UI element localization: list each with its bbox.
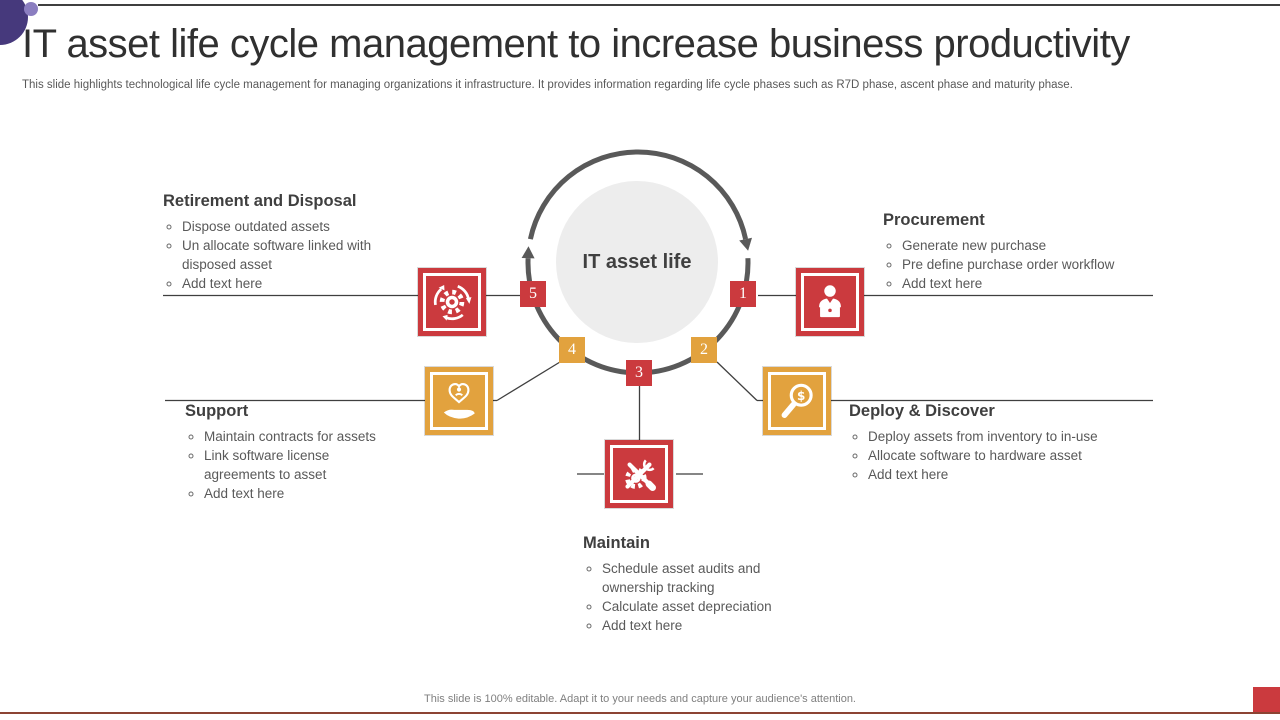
bullet-item: Un allocate software linked with dispose… [182, 236, 411, 274]
svg-text:$: $ [797, 389, 805, 403]
phase-bullet-list: Schedule asset audits and ownership trac… [583, 559, 798, 635]
slide-title: IT asset life cycle management to increa… [22, 22, 1130, 66]
phase-2-badge: 2 [691, 337, 717, 363]
phase-text-procurement: Procurement Generate new purchase Pre de… [883, 210, 1173, 293]
bullet-item: Link software license agreements to asse… [204, 446, 395, 484]
phase-heading: Retirement and Disposal [163, 192, 357, 210]
bullet-item: Deploy assets from inventory to in-use [868, 427, 1169, 446]
phase-heading: Maintain [583, 534, 650, 552]
hand-heart-icon [443, 383, 475, 419]
deploy-icon-box: $ [763, 367, 831, 435]
phase-bullet-list: Generate new purchase Pre define purchas… [883, 236, 1173, 293]
footer-note: This slide is 100% editable. Adapt it to… [424, 693, 856, 705]
phase-heading: Deploy & Discover [849, 402, 995, 420]
phase-bullet-list: Dispose outdated assets Un allocate soft… [163, 217, 411, 293]
person-laptop-icon [819, 285, 841, 318]
cycle-center-circle: IT asset life [556, 181, 718, 343]
top-divider-line [38, 4, 1280, 6]
support-icon-box [425, 367, 493, 435]
maintain-icon-box [605, 440, 673, 508]
phase-text-support: Support Maintain contracts for assets Li… [185, 401, 395, 503]
phase-5-badge: 5 [520, 281, 546, 307]
phase-text-deploy: Deploy & Discover Deploy assets from inv… [849, 401, 1169, 484]
phase-1-badge: 1 [730, 281, 756, 307]
bullet-item: Add text here [182, 274, 411, 293]
bullet-item: Add text here [868, 465, 1169, 484]
phase-text-maintain: Maintain Schedule asset audits and owner… [583, 533, 798, 635]
phase-4-badge: 4 [559, 337, 585, 363]
bullet-item: Maintain contracts for assets [204, 427, 395, 446]
phase-bullet-list: Deploy assets from inventory to in-use A… [849, 427, 1169, 484]
decorative-circle-small [24, 2, 38, 16]
arrow-down-icon [739, 237, 752, 251]
phase-3-badge: 3 [626, 360, 652, 386]
bottom-divider-line [0, 712, 1280, 714]
phase-heading: Support [185, 402, 249, 420]
bullet-item: Schedule asset audits and ownership trac… [602, 559, 798, 597]
phase-bullet-list: Maintain contracts for assets Link softw… [185, 427, 395, 503]
cycle-center-label: IT asset life [582, 250, 692, 273]
arrow-up-icon [521, 246, 535, 259]
phase-heading: Procurement [883, 211, 985, 229]
bullet-item: Dispose outdated assets [182, 217, 411, 236]
gear-tools-icon [625, 459, 656, 491]
bullet-item: Generate new purchase [902, 236, 1173, 255]
bullet-item: Add text here [902, 274, 1173, 293]
procurement-icon-box [796, 268, 864, 336]
bullet-item: Calculate asset depreciation [602, 597, 798, 616]
gear-recycle-icon [433, 284, 472, 321]
phase-text-retirement: Retirement and Disposal Dispose outdated… [163, 191, 411, 293]
bullet-item: Add text here [204, 484, 395, 503]
magnifier-dollar-icon: $ [781, 383, 813, 418]
bullet-item: Allocate software to hardware asset [868, 446, 1169, 465]
footer-accent-square [1253, 687, 1280, 714]
bullet-item: Add text here [602, 616, 798, 635]
bullet-item: Pre define purchase order workflow [902, 255, 1173, 274]
slide-subtitle: This slide highlights technological life… [22, 79, 1073, 91]
retirement-icon-box [418, 268, 486, 336]
